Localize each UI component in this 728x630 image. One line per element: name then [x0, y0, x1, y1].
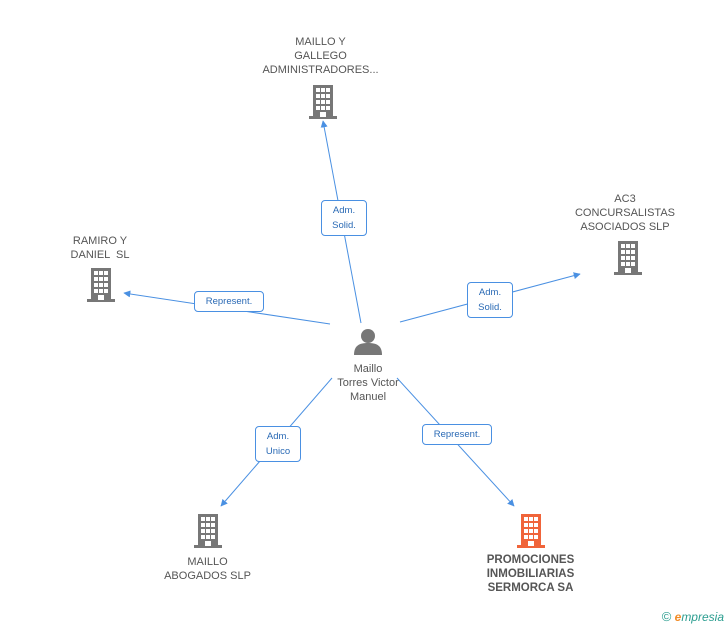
node-label-right[interactable]: AC3 CONCURSALISTAS ASOCIADOS SLP: [565, 192, 685, 234]
edge-right-line-2: Solid.: [478, 302, 502, 313]
center-person-label[interactable]: Maillo Torres Victor Manuel: [318, 362, 418, 404]
edge-top-line-2: Solid.: [332, 220, 356, 231]
node-top-line-2: GALLEGO: [294, 50, 347, 62]
edge-right-line-1: Adm.: [478, 287, 502, 298]
center-name-line-1: Maillo: [353, 363, 383, 375]
edge-label-left[interactable]: Represent.: [194, 291, 264, 312]
node-label-bottom-left[interactable]: MAILLO ABOGADOS SLP: [150, 555, 265, 583]
person-icon[interactable]: [354, 329, 382, 355]
brand-logo-e: e: [674, 610, 682, 624]
node-left-line-2: DANIEL SL: [70, 249, 130, 261]
node-label-left[interactable]: RAMIRO Y DANIEL SL: [50, 234, 150, 262]
node-top-line-1: MAILLO Y: [295, 36, 346, 48]
building-icon-left[interactable]: [87, 268, 115, 302]
node-bottom-left-line-2: ABOGADOS SLP: [164, 570, 251, 582]
center-name-line-2: Torres Victor: [337, 377, 399, 389]
edge-top-line-1: Adm.: [332, 205, 356, 216]
empresia-brand[interactable]: © empresia: [662, 609, 724, 624]
node-top-line-3: ADMINISTRADORES...: [262, 64, 379, 76]
node-right-line-3: ASOCIADOS SLP: [580, 221, 670, 233]
edge-bottom-left-line-2: Unico: [265, 446, 291, 457]
node-bottom-right-line-3: SERMORCA SA: [487, 582, 574, 594]
node-bottom-right-line-1: PROMOCIONES: [486, 554, 575, 566]
brand-logo-text: mpresia: [681, 610, 724, 624]
building-icon-bottom-left[interactable]: [194, 514, 222, 548]
edge-label-bottom-right[interactable]: Represent.: [422, 424, 492, 445]
building-icon-top[interactable]: [309, 85, 337, 119]
edge-left-line-1: Represent.: [205, 296, 253, 307]
edge-bottom-left-line-1: Adm.: [266, 431, 290, 442]
edge-label-right[interactable]: Adm. Solid.: [467, 282, 513, 318]
edge-bottom-right-line-1: Represent.: [433, 429, 481, 440]
building-icon-bottom-right[interactable]: [517, 514, 545, 548]
node-right-line-1: AC3: [614, 193, 636, 205]
edge-label-bottom-left[interactable]: Adm. Unico: [255, 426, 301, 462]
center-name-line-3: Manuel: [349, 391, 387, 403]
node-label-top[interactable]: MAILLO Y GALLEGO ADMINISTRADORES...: [253, 35, 388, 77]
building-icon-right[interactable]: [614, 241, 642, 275]
node-bottom-right-line-2: INMOBILIARIAS: [486, 568, 575, 580]
edge-label-top[interactable]: Adm. Solid.: [321, 200, 367, 236]
node-left-line-1: RAMIRO Y: [72, 235, 128, 247]
node-right-line-2: CONCURSALISTAS: [574, 207, 676, 219]
copyright-symbol: ©: [661, 609, 672, 624]
node-label-bottom-right[interactable]: PROMOCIONES INMOBILIARIAS SERMORCA SA: [468, 553, 593, 595]
node-bottom-left-line-1: MAILLO: [187, 556, 228, 568]
